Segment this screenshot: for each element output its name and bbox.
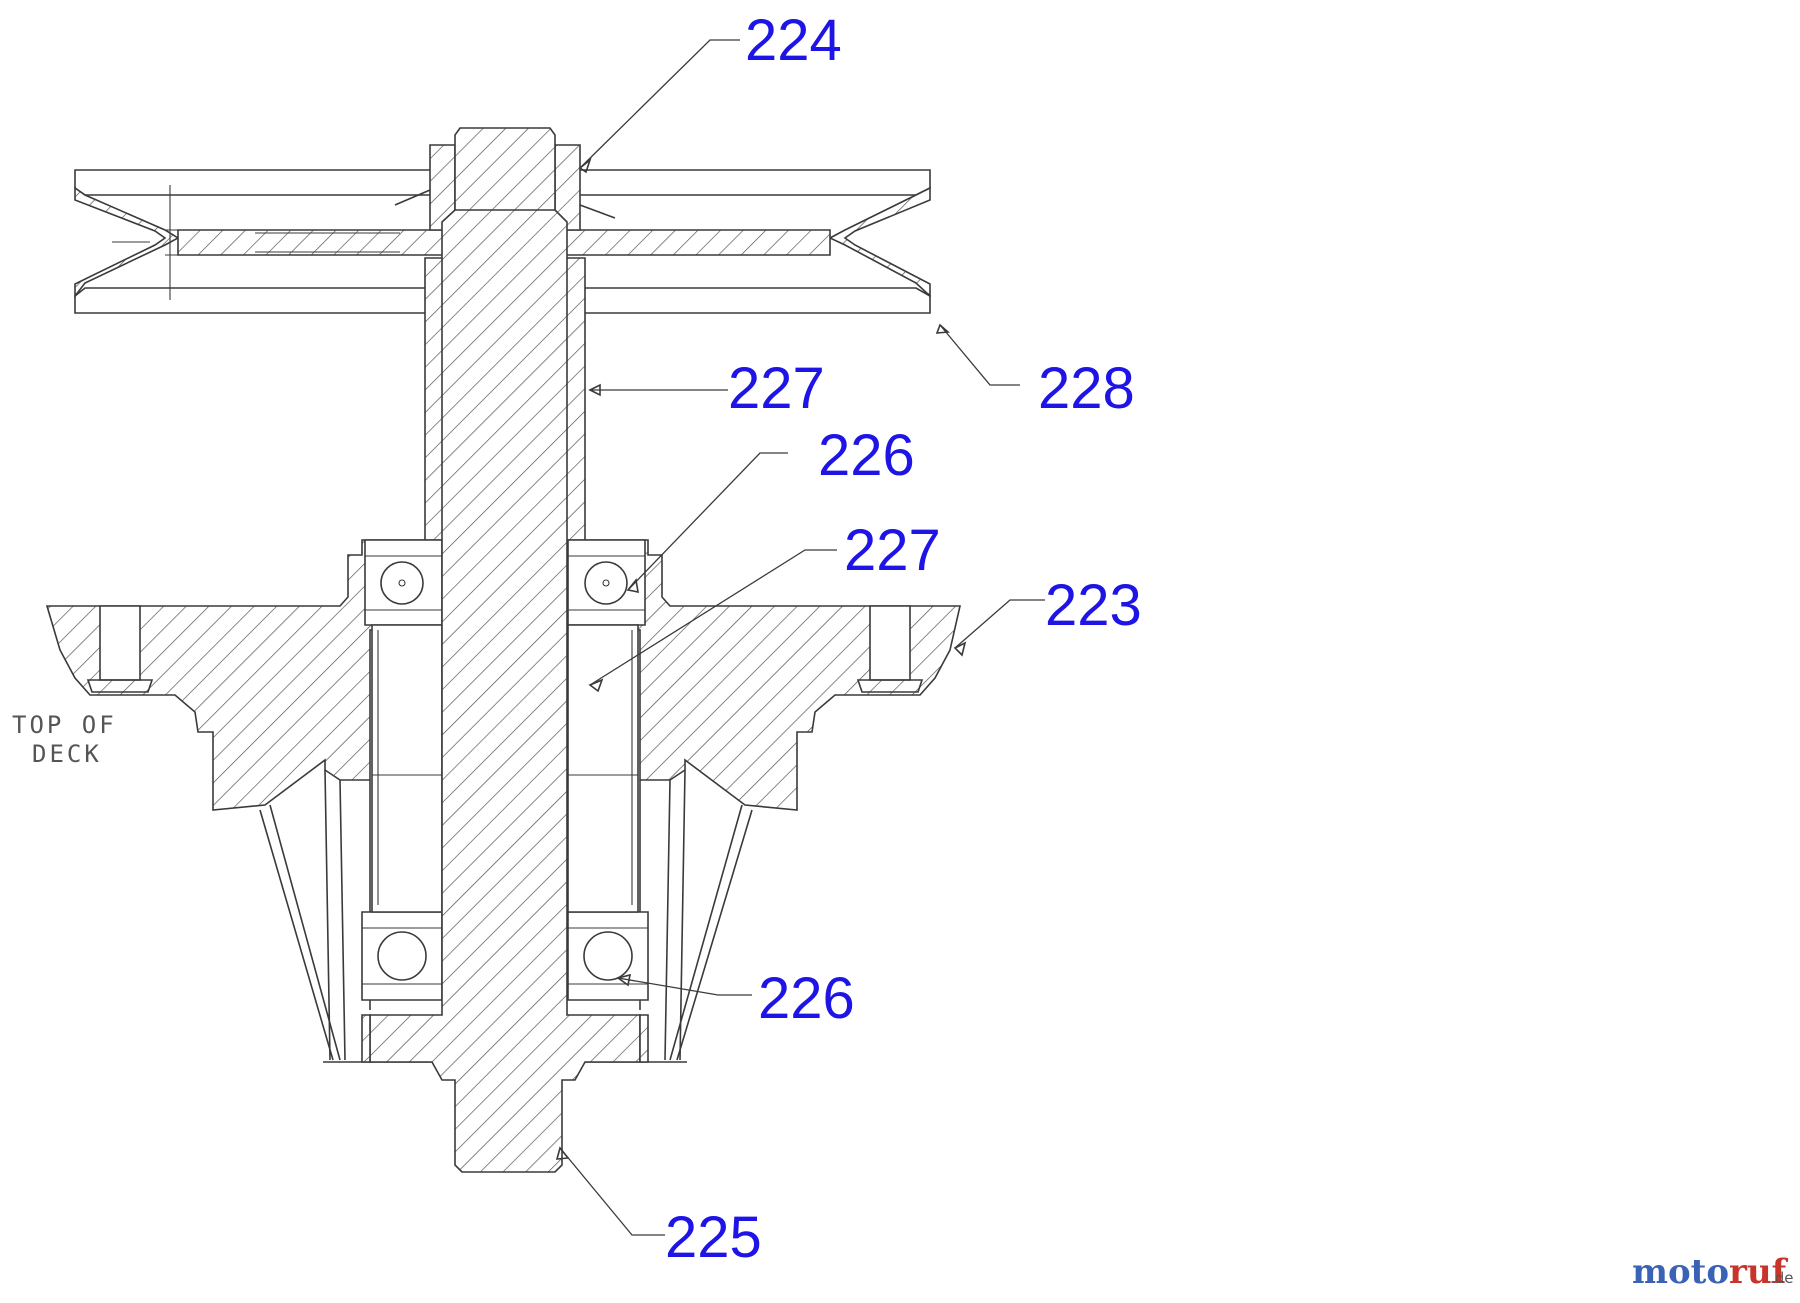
spacer-sleeve bbox=[424, 257, 586, 541]
callout-223: 223 bbox=[1045, 573, 1142, 638]
watermark-logo: motoruf .de bbox=[1632, 1252, 1794, 1292]
callout-227-upper: 227 bbox=[728, 356, 825, 421]
svg-text:motoruf: motoruf bbox=[1632, 1252, 1789, 1292]
deck-label-line2: DECK bbox=[32, 740, 102, 768]
lower-left-bearing bbox=[361, 911, 443, 1001]
deflector-cone bbox=[259, 769, 753, 1063]
callout-226-lower: 226 bbox=[758, 966, 855, 1031]
deck-label-line1: TOP OF bbox=[12, 711, 117, 739]
callout-224: 224 bbox=[745, 8, 842, 73]
upper-left-bearing bbox=[364, 539, 443, 626]
callout-228: 228 bbox=[1038, 356, 1135, 421]
spindle-shaft bbox=[361, 127, 649, 1173]
watermark-brand-part1: moto bbox=[1632, 1252, 1729, 1292]
upper-right-bearing bbox=[567, 539, 646, 626]
inner-spacer-tube bbox=[371, 624, 639, 913]
watermark-brand-part2: ruf bbox=[1729, 1252, 1789, 1292]
callout-225: 225 bbox=[665, 1205, 762, 1270]
callout-leaders bbox=[555, 39, 1045, 1236]
callout-226-upper: 226 bbox=[818, 423, 915, 488]
lower-right-bearing bbox=[567, 911, 649, 1001]
callout-227-middle: 227 bbox=[844, 518, 941, 583]
watermark-suffix: .de bbox=[1770, 1269, 1794, 1287]
